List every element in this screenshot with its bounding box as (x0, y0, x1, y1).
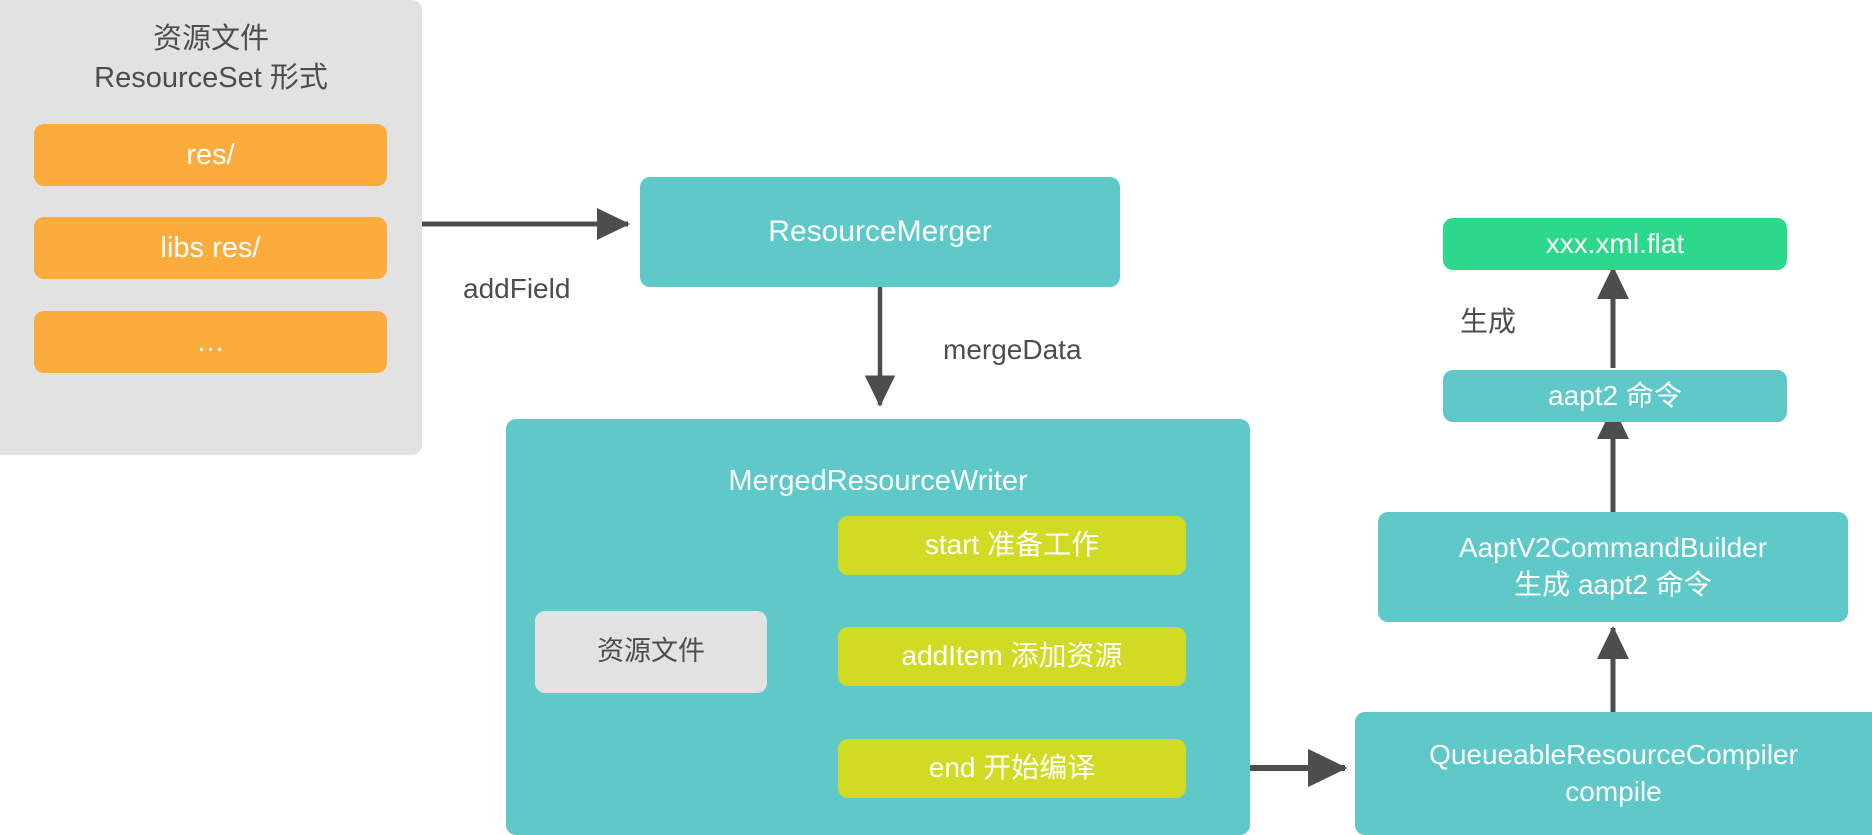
resourceset-item-libs-res[interactable]: libs res/ (34, 217, 387, 279)
node-resource-merger[interactable]: ResourceMerger (640, 177, 1120, 287)
edge-label-generate: 生成 (1460, 306, 1517, 337)
node-start-step[interactable]: start 准备工作 (838, 516, 1186, 575)
merged-resource-writer-title: MergedResourceWriter (728, 465, 1028, 497)
node-xml-flat[interactable]: xxx.xml.flat (1443, 218, 1787, 270)
node-additem-step[interactable]: addItem 添加资源 (838, 627, 1186, 686)
node-end-step[interactable]: end 开始编译 (838, 739, 1186, 798)
resourceset-panel-title: 资源文件 ResourceSet 形式 (94, 23, 328, 95)
node-queueable-resource-compiler[interactable]: QueueableResourceCompiler compile (1355, 712, 1872, 835)
resourceset-item-ellipsis[interactable]: … (34, 311, 387, 373)
node-resource-file[interactable]: 资源文件 (535, 611, 767, 693)
resourceset-item-res[interactable]: res/ (34, 124, 387, 186)
edge-label-mergedata: mergeData (943, 334, 1082, 365)
node-aaptv2-command-builder[interactable]: AaptV2CommandBuilder 生成 aapt2 命令 (1378, 512, 1848, 622)
edge-label-addfield: addField (463, 273, 571, 304)
resourceset-panel: 资源文件 ResourceSet 形式 res/ libs res/ … (0, 0, 422, 455)
node-aapt2-command[interactable]: aapt2 命令 (1443, 370, 1787, 422)
